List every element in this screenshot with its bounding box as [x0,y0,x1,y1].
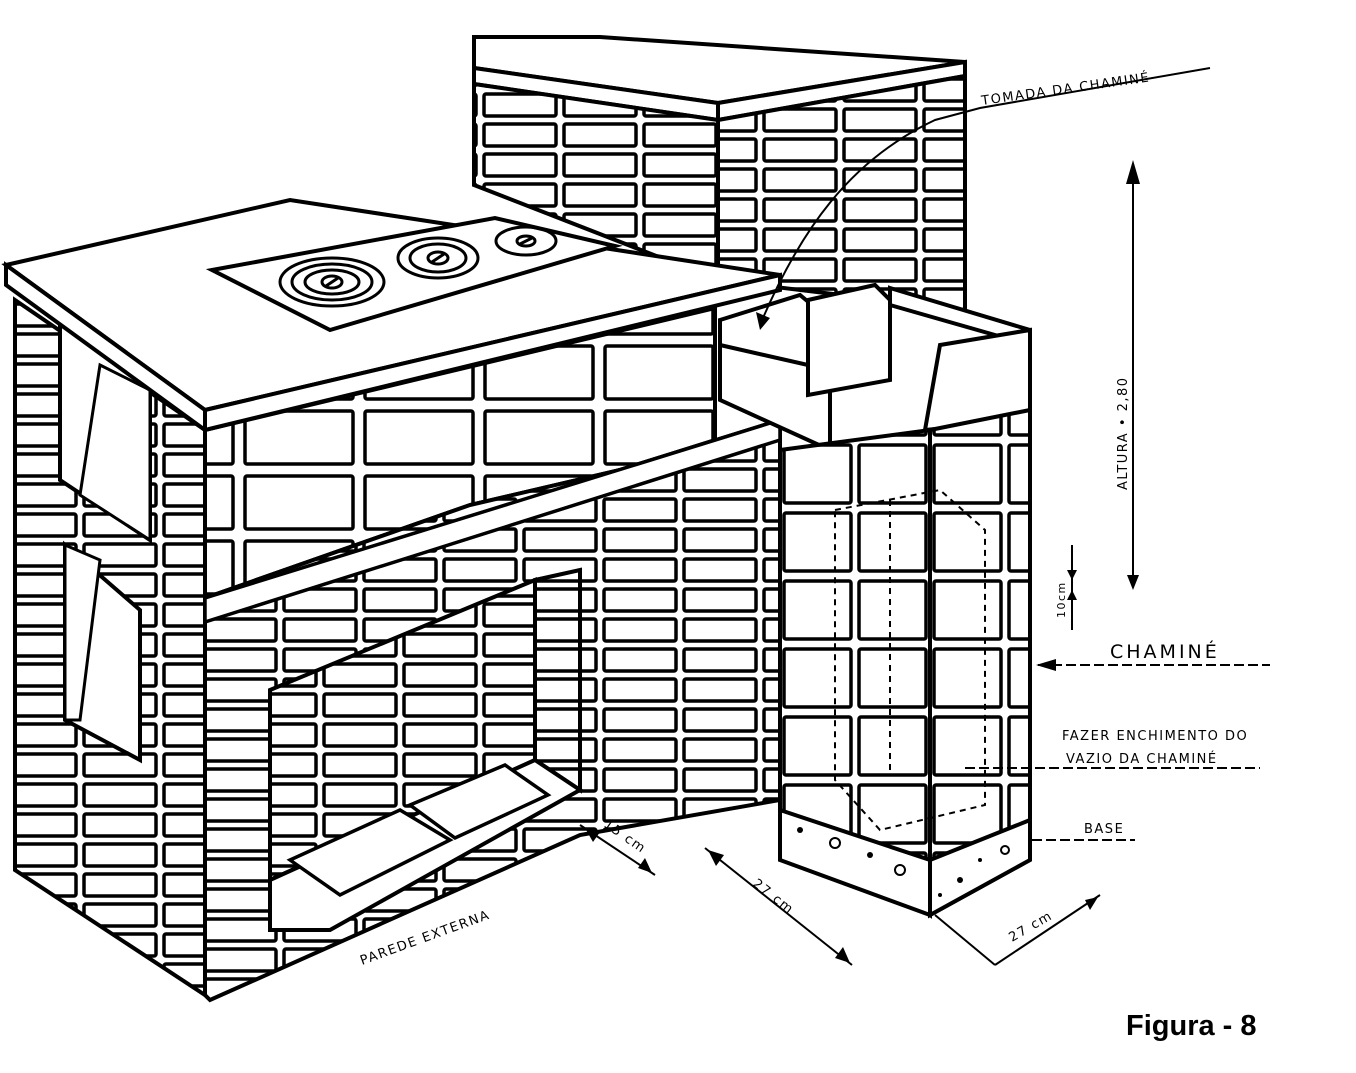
burner-large [278,256,386,308]
label-10cm: 10cm [1055,581,1068,618]
burner-small [494,225,558,257]
label-tomada-chamine: TOMADA DA CHAMINÉ [979,69,1151,109]
label-fazer-enchimento-1: FAZER ENCHIMENTO DO [1062,729,1248,744]
upper-chimney-block [472,35,967,313]
cooktop-slab [1,197,782,434]
label-base: BASE [1084,822,1124,837]
label-fazer-enchimento-2: VAZIO DA CHAMINÉ [1066,751,1218,767]
burner-medium [396,236,480,280]
label-chamine: CHAMINÉ [1110,640,1220,663]
label-27cm-left: 27 cm [750,876,797,917]
label-altura: ALTURA • 2,80 [1116,376,1131,490]
stove-body [13,296,782,1003]
figure-caption: Figura - 8 [1126,1010,1257,1042]
annotations [579,67,1270,966]
chimney-column [778,282,1032,919]
